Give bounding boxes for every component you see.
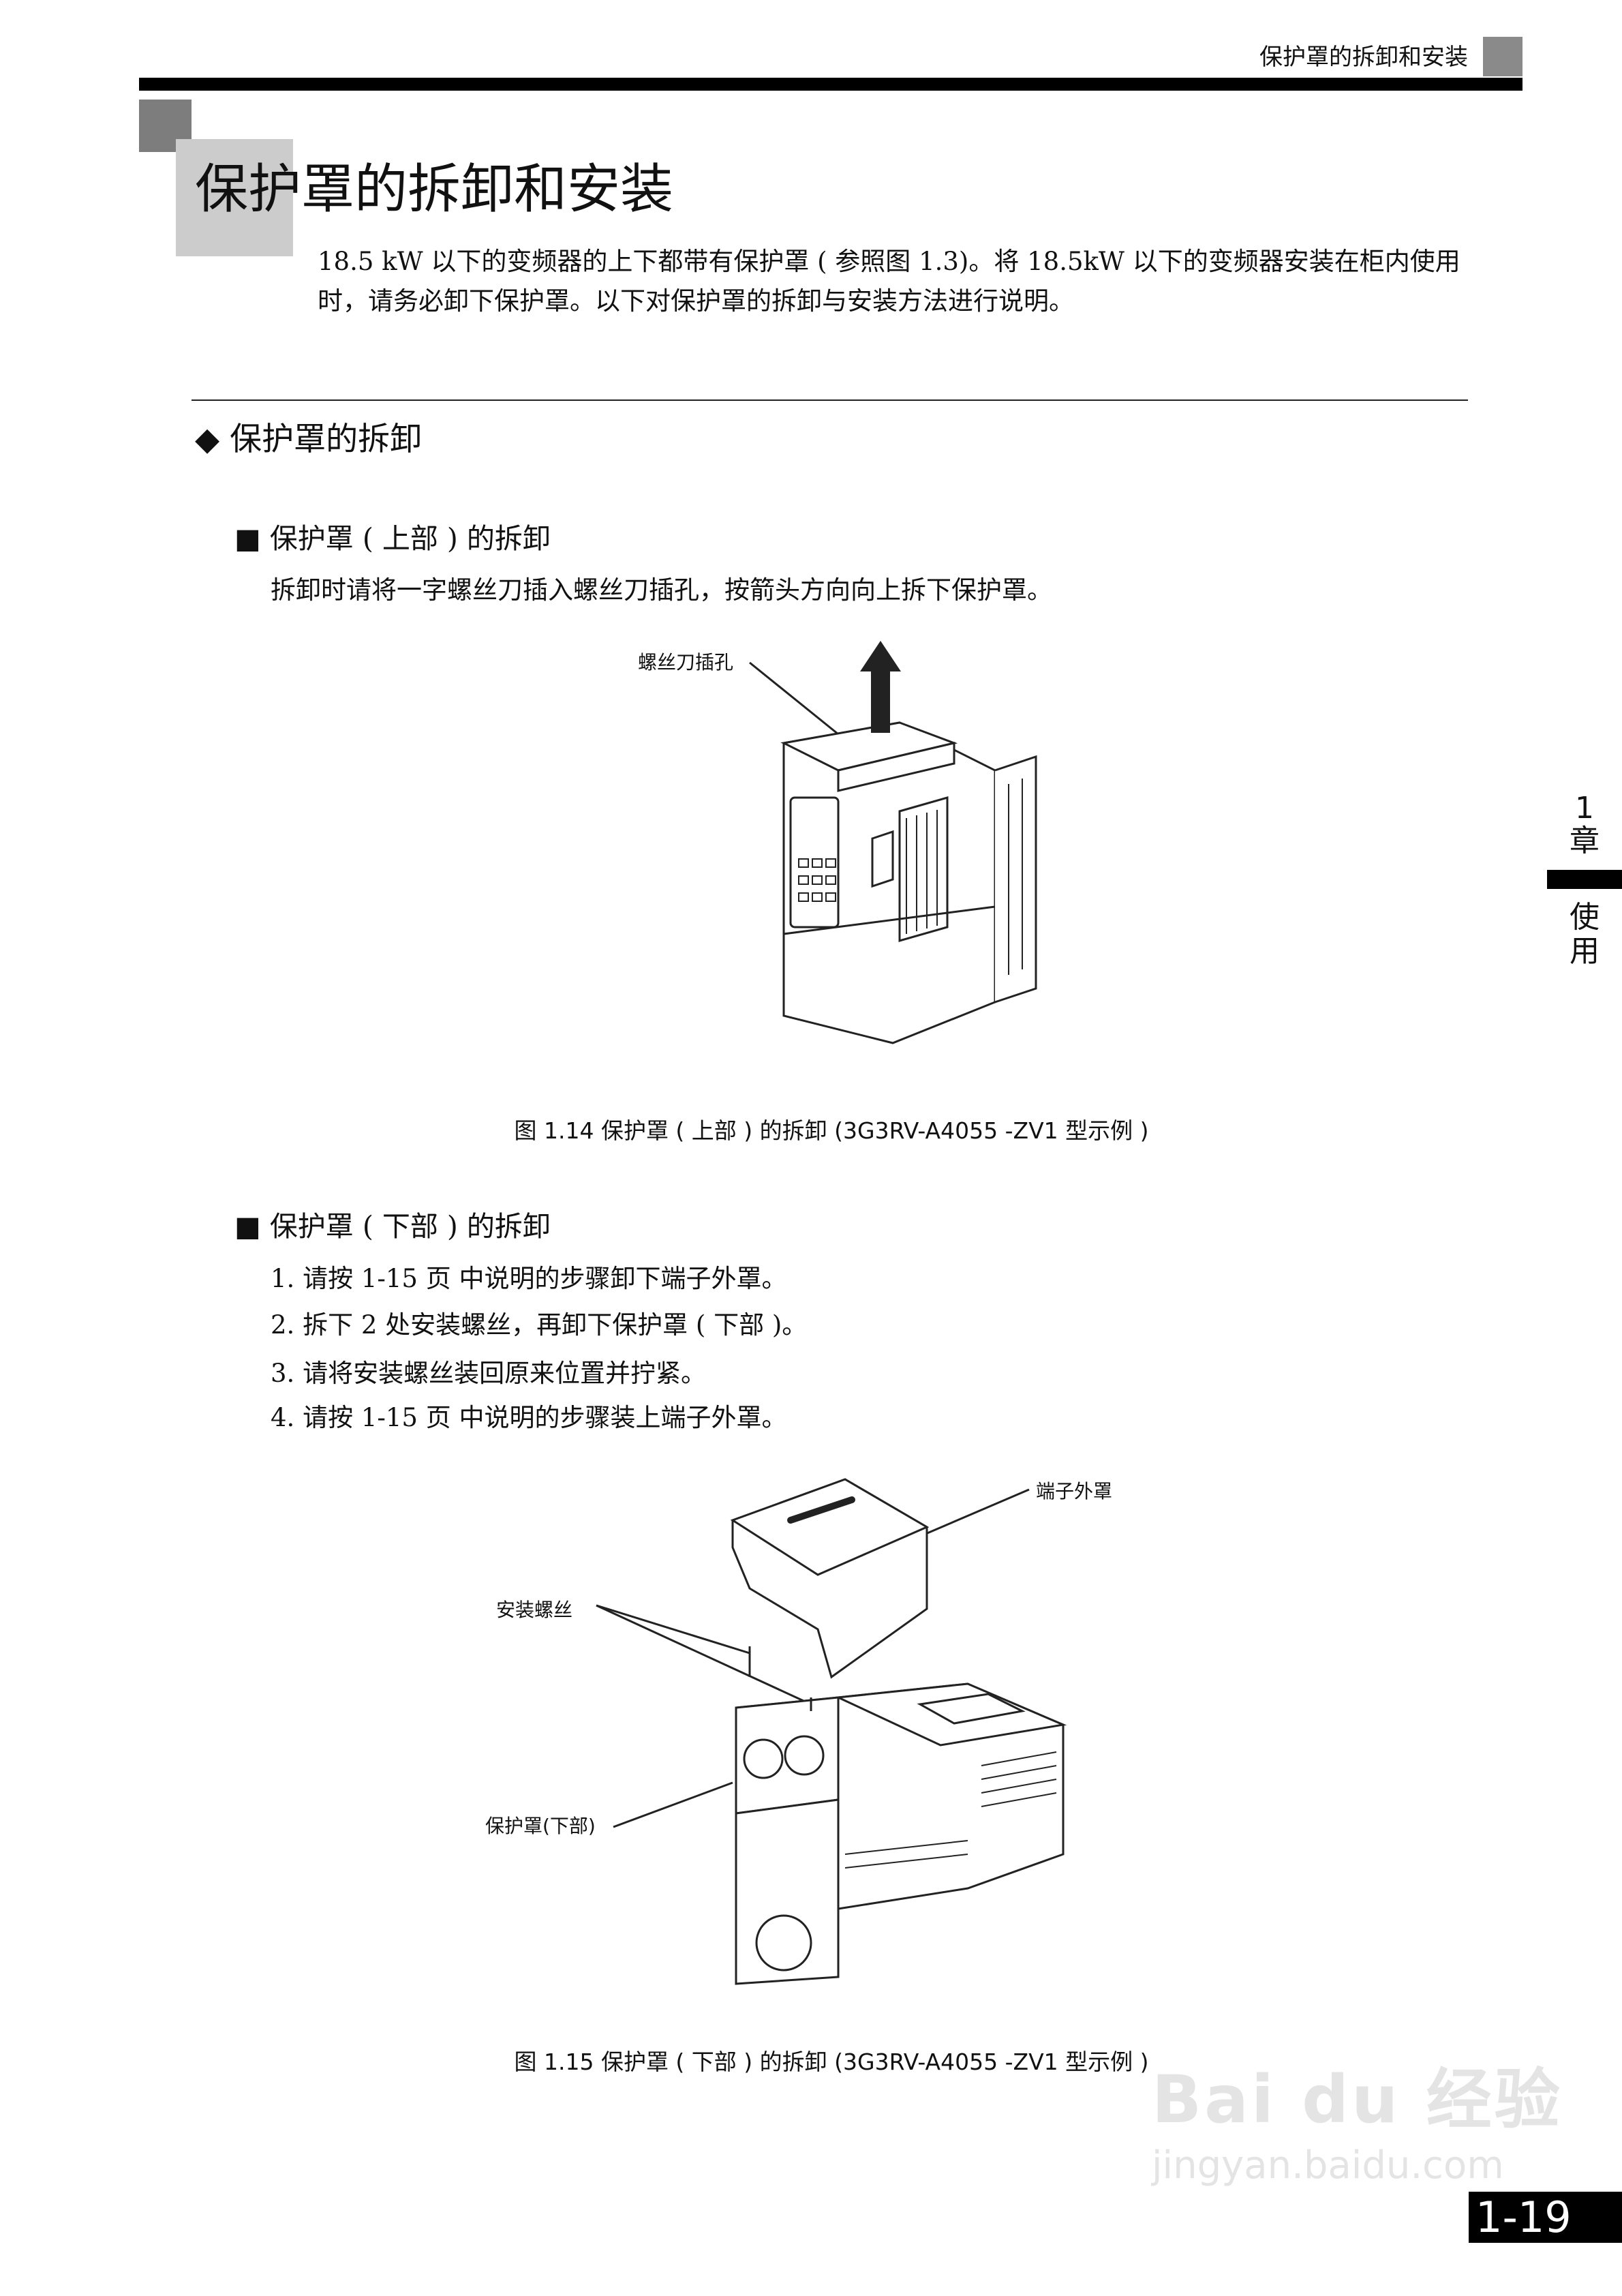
intro-paragraph: 18.5 kW 以下的变频器的上下都带有保护罩 ( 参照图 1.3)。将 18.… [318, 247, 1460, 316]
baidu-watermark-logo: Bai du 经验 [1152, 2061, 1563, 2138]
step-4: 4. 请按 1-15 页 中说明的步骤装上端子外罩。 [271, 1403, 787, 1432]
section-heading: ◆ 保护罩的拆卸 [195, 412, 422, 459]
upper-instruction: 拆卸时请将一字螺丝刀插入螺丝刀插孔，按箭头方向向上拆下保护罩。 [271, 575, 1052, 605]
leader-line [749, 661, 846, 741]
figure-caption-1-14: 图 1.14 保护罩 ( 上部 ) 的拆卸 (3G3RV-A4055 -ZV1 … [514, 1117, 1149, 1144]
page-title: 保护罩的拆卸和安装 [195, 159, 674, 220]
square-bullet-icon: ■ [234, 1210, 261, 1243]
lower-heading: ■ 保护罩 ( 下部 ) 的拆卸 [234, 1203, 551, 1244]
baidu-watermark-url: jingyan.baidu.com [1152, 2143, 1504, 2188]
chapter-title-1: 使 [1570, 900, 1600, 935]
header-square [1483, 37, 1522, 76]
page-number: 1-19 [1469, 2192, 1622, 2243]
figure-label-screwdriver-hole: 螺丝刀插孔 [638, 651, 734, 674]
figure-caption-1-15: 图 1.15 保护罩 ( 下部 ) 的拆卸 (3G3RV-A4055 -ZV1 … [514, 2049, 1149, 2075]
label-screws: 安装螺丝 [496, 1599, 573, 1621]
upper-heading: ■ 保护罩 ( 上部 ) 的拆卸 [234, 515, 551, 556]
step-1: 1. 请按 1-15 页 中说明的步骤卸下端子外罩。 [271, 1264, 787, 1293]
figure-upper-cover-removal [749, 641, 1037, 1044]
heatsink [994, 755, 1037, 1003]
label-terminal-cover: 端子外罩 [1036, 1480, 1113, 1502]
arrow-up-icon [860, 641, 901, 733]
label-lower-cover: 保护罩(下部) [485, 1815, 596, 1837]
section-heading-text: 保护罩的拆卸 [230, 421, 423, 458]
chapter-char: 章 [1570, 824, 1600, 858]
square-bullet-icon: ■ [234, 522, 261, 555]
step-2: 2. 拆下 2 处安装螺丝，再卸下保护罩 ( 下部 )。 [271, 1310, 808, 1340]
step-3: 3. 请将安装螺丝装回原来位置并拧紧。 [271, 1359, 707, 1388]
title-square-light [176, 139, 293, 256]
header-rule [139, 78, 1522, 91]
section-divider [192, 399, 1468, 401]
lower-heading-text: 保护罩 ( 下部 ) 的拆卸 [269, 1210, 551, 1243]
diamond-icon: ◆ [195, 421, 220, 458]
figure-lower-cover-removal [596, 1478, 1067, 1985]
chapter-number: 1 [1575, 791, 1594, 826]
chapter-tab-bar [1547, 870, 1622, 889]
chapter-title-2: 用 [1570, 934, 1600, 969]
upper-heading-text: 保护罩 ( 上部 ) 的拆卸 [269, 522, 551, 555]
running-header: 保护罩的拆卸和安装 [1259, 44, 1468, 71]
